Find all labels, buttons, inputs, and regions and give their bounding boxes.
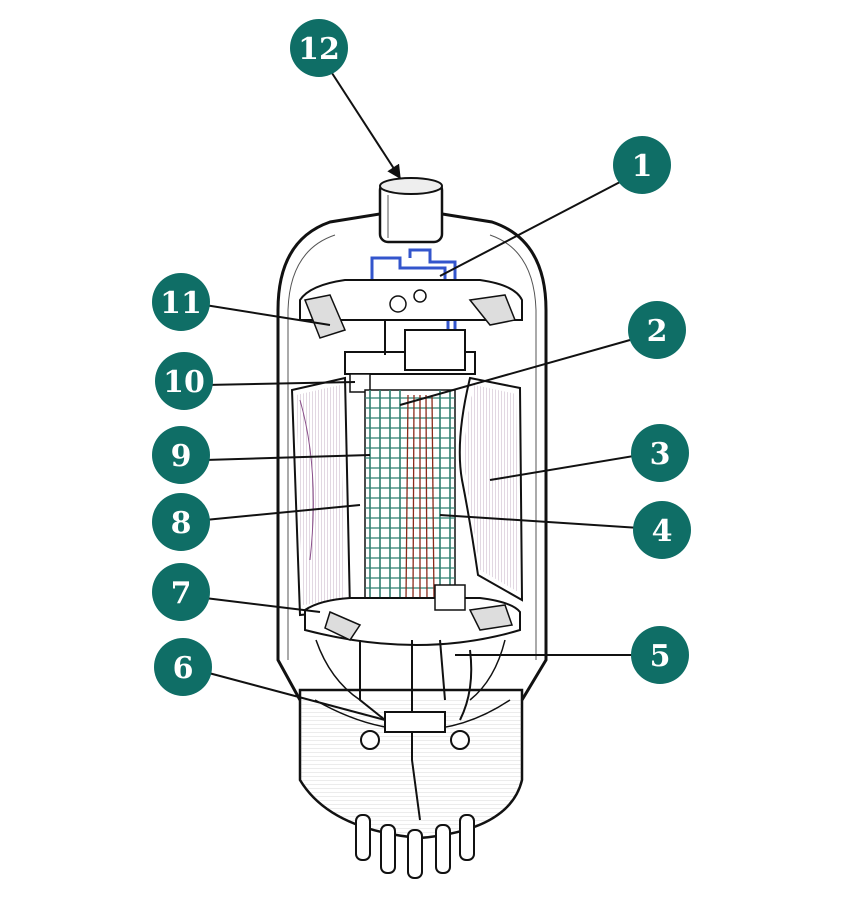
label-badge-3: 3: [631, 424, 689, 482]
tube-pins: [355, 814, 475, 879]
lower-leads: [315, 639, 506, 821]
svg-text:10: 10: [163, 365, 205, 400]
top-cap: [378, 177, 444, 244]
plate-anode: [290, 376, 524, 617]
svg-text:11: 11: [160, 286, 202, 321]
svg-text:4: 4: [652, 514, 673, 549]
top-mica-disc: [299, 279, 523, 339]
svg-text:9: 9: [171, 439, 192, 474]
label-badge-11: 11: [152, 273, 210, 331]
svg-text:5: 5: [650, 639, 671, 674]
svg-text:6: 6: [173, 651, 194, 686]
svg-text:12: 12: [298, 32, 340, 67]
label-badge-5: 5: [631, 626, 689, 684]
control-grid: [364, 389, 456, 606]
upper-support: [344, 320, 476, 393]
label-badge-1: 1: [613, 136, 671, 194]
cathode-filament: [405, 394, 435, 601]
svg-text:8: 8: [171, 506, 192, 541]
label-badge-9: 9: [152, 426, 210, 484]
svg-text:2: 2: [647, 314, 668, 349]
label-badge-12: 12: [290, 19, 348, 77]
bottom-mica-disc: [304, 584, 521, 646]
leader-lines: [204, 69, 641, 721]
svg-text:1: 1: [632, 149, 653, 184]
label-badge-2: 2: [628, 301, 686, 359]
svg-text:7: 7: [171, 576, 192, 611]
label-badge-7: 7: [152, 563, 210, 621]
svg-text:3: 3: [650, 437, 671, 472]
label-badge-10: 10: [155, 352, 213, 410]
label-badge-8: 8: [152, 493, 210, 551]
label-badge-6: 6: [154, 638, 212, 696]
label-badge-4: 4: [633, 501, 691, 559]
